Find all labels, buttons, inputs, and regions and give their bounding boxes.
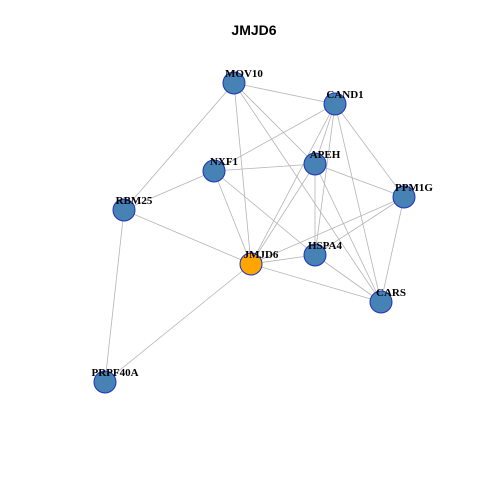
edge-mov10-rbm25 — [123, 82, 235, 211]
node-ppm1g — [392, 185, 416, 209]
edge-jmjd6-prpf40a — [104, 263, 252, 383]
edge-jmjd6-cars — [250, 263, 382, 303]
edge-ppm1g-cars — [380, 196, 405, 303]
edge-nxf1-jmjd6 — [213, 170, 252, 265]
node-rbm25 — [112, 198, 136, 222]
edge-nxf1-apeh — [213, 163, 316, 172]
node-label-cand1: CAND1 — [326, 89, 363, 101]
edge-cand1-nxf1 — [213, 103, 336, 172]
node-prpf40a — [93, 370, 117, 394]
node-label-cars: CARS — [376, 287, 406, 299]
edge-rbm25-prpf40a — [104, 209, 125, 383]
node-nxf1 — [202, 159, 226, 183]
node-label-ppm1g: PPM1G — [395, 182, 433, 194]
edge-nxf1-rbm25 — [123, 170, 215, 211]
node-label-jmjd6: JMJD6 — [244, 249, 279, 261]
node-jmjd6 — [239, 252, 263, 276]
edge-apeh-cars — [314, 163, 382, 303]
node-label-mov10: MOV10 — [225, 68, 263, 80]
edge-mov10-cand1 — [233, 82, 336, 105]
graph-title: JMJD6 — [231, 22, 276, 38]
edge-mov10-apeh — [233, 82, 316, 165]
edge-hspa4-cars — [314, 254, 382, 303]
edge-nxf1-hspa4 — [213, 170, 316, 256]
edge-apeh-ppm1g — [314, 163, 405, 198]
node-label-prpf40a: PRPF40A — [91, 367, 138, 379]
edge-cand1-hspa4 — [314, 103, 336, 256]
node-label-hspa4: HSPA4 — [308, 240, 343, 252]
edge-cand1-cars — [334, 103, 382, 303]
edge-mov10-cars — [233, 82, 382, 303]
edge-rbm25-jmjd6 — [123, 209, 252, 265]
node-layer — [93, 71, 416, 394]
edge-cand1-jmjd6 — [250, 103, 336, 265]
node-mov10 — [222, 71, 246, 95]
edge-mov10-jmjd6 — [233, 82, 252, 265]
node-label-nxf1: NXF1 — [210, 156, 238, 168]
node-cars — [369, 290, 393, 314]
node-apeh — [303, 152, 327, 176]
node-label-apeh: APEH — [310, 149, 341, 161]
node-hspa4 — [303, 243, 327, 267]
edge-layer — [104, 82, 405, 383]
edge-ppm1g-jmjd6 — [250, 196, 405, 265]
edge-ppm1g-hspa4 — [314, 196, 405, 256]
node-label-rbm25: RBM25 — [116, 195, 153, 207]
node-cand1 — [323, 92, 347, 116]
edge-apeh-jmjd6 — [250, 163, 316, 265]
edge-cand1-ppm1g — [334, 103, 405, 198]
